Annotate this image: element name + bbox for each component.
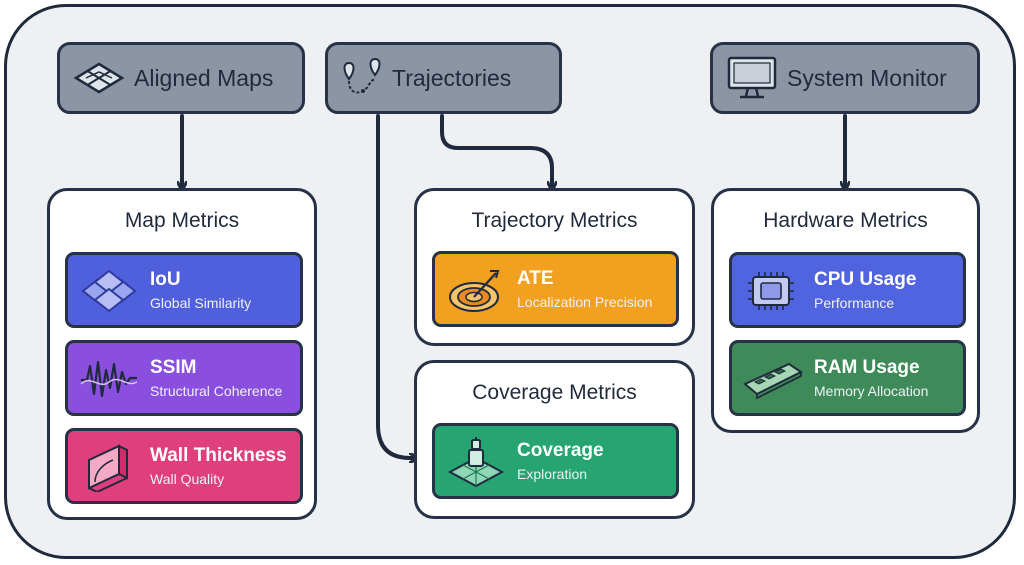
route-pin-icon [338,53,386,103]
monitor-icon [723,53,781,103]
cpu-usage-title: CPU Usage [814,269,917,290]
cpu-usage-subtitle: Performance [814,295,895,311]
map-metrics-panel: Map Metrics IoU Global Similarity SSIM S… [47,188,317,520]
ssim-title: SSIM [150,357,197,378]
wall-icon [76,439,142,495]
trajectories-node[interactable]: Trajectories [325,42,562,114]
hardware-metrics-panel: Hardware Metrics CPU Usage Performance [711,188,980,433]
hardware-metrics-title: Hardware Metrics [763,209,928,232]
ate-card[interactable]: ATE Localization Precision [432,251,679,327]
overlap-squares-icon [76,263,142,319]
target-icon [443,262,509,318]
ram-usage-title: RAM Usage [814,357,920,378]
map-tiles-icon [70,53,128,103]
ssim-card[interactable]: SSIM Structural Coherence [65,340,303,416]
ssim-subtitle: Structural Coherence [150,383,283,399]
trajectories-label: Trajectories [392,64,512,91]
cpu-chip-icon [740,263,806,319]
ram-stick-icon [740,351,806,407]
trajectory-metrics-panel: Trajectory Metrics ATE Localization Prec… [414,188,695,346]
robot-grid-icon [443,434,509,490]
ram-usage-card[interactable]: RAM Usage Memory Allocation [729,340,966,416]
coverage-card[interactable]: Coverage Exploration [432,423,679,499]
coverage-title: Coverage [517,440,604,461]
trajectory-metrics-title: Trajectory Metrics [471,209,638,232]
system-monitor-node[interactable]: System Monitor [710,42,980,114]
iou-subtitle: Global Similarity [150,295,252,311]
wall-thickness-card[interactable]: Wall Thickness Wall Quality [65,428,303,504]
map-metrics-title: Map Metrics [124,209,240,232]
coverage-metrics-title: Coverage Metrics [472,381,637,404]
ate-title: ATE [517,268,554,289]
wall-thickness-title: Wall Thickness [150,445,287,466]
iou-title: IoU [150,269,181,290]
wall-thickness-subtitle: Wall Quality [150,471,225,487]
aligned-maps-node[interactable]: Aligned Maps [57,42,305,114]
waveform-icon [76,351,142,407]
coverage-metrics-panel: Coverage Metrics Coverage Exploration [414,360,695,519]
aligned-maps-label: Aligned Maps [134,64,274,91]
ram-usage-subtitle: Memory Allocation [814,383,929,399]
cpu-usage-card[interactable]: CPU Usage Performance [729,252,966,328]
system-monitor-label: System Monitor [787,64,947,91]
ate-subtitle: Localization Precision [517,294,653,310]
coverage-subtitle: Exploration [517,466,588,482]
iou-card[interactable]: IoU Global Similarity [65,252,303,328]
